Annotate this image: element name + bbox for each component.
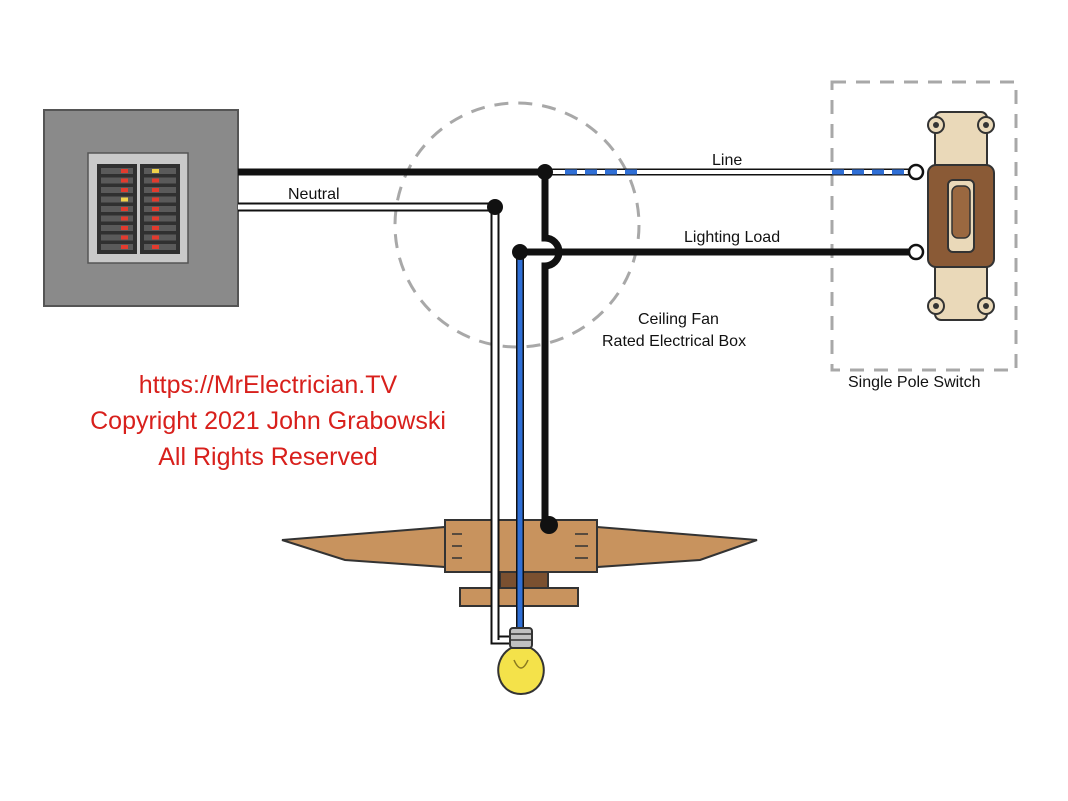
breaker-panel-icon: [43, 109, 239, 307]
breaker-slot: [144, 177, 176, 184]
breaker-slot: [144, 187, 176, 193]
breaker-handle: [121, 235, 128, 240]
line-label: Line: [712, 152, 742, 169]
switch-terminal-line: [907, 163, 925, 181]
breaker-slot: [144, 196, 176, 203]
breaker-slot: [101, 187, 133, 193]
breaker-slot: [101, 177, 133, 184]
breaker-handle: [152, 216, 159, 221]
breaker-slot: [101, 206, 133, 212]
breaker-handle: [121, 216, 128, 221]
fan-hot-wire: [541, 172, 563, 525]
breaker-slot: [144, 215, 176, 222]
watermark-url: https://MrElectrician.TV: [139, 371, 398, 399]
breaker-handle: [152, 188, 159, 192]
watermark-rights: All Rights Reserved: [158, 443, 378, 471]
junction-dot-neutral: [487, 199, 503, 215]
breaker-handle: [121, 197, 128, 202]
neutral-label: Neutral: [288, 186, 340, 203]
fan-connection-dot: [540, 516, 558, 534]
breaker-handle: [152, 178, 159, 183]
breaker-handle: [152, 197, 159, 202]
neutral-wire: [238, 202, 515, 645]
breaker-slot: [144, 168, 176, 174]
light-bulb-icon: [497, 627, 545, 696]
breaker-slot: [101, 215, 133, 222]
toggle-switch-icon: [927, 111, 995, 321]
breaker-handle: [152, 226, 159, 230]
electrical-box-label-line1: Ceiling Fan: [638, 311, 719, 328]
watermark-copyright: Copyright 2021 John Grabowski: [90, 407, 446, 435]
breaker-handle: [152, 235, 159, 240]
junction-dot-line: [537, 164, 553, 180]
breaker-slot: [101, 196, 133, 203]
breaker-slot: [101, 234, 133, 241]
lighting-load-label: Lighting Load: [684, 229, 780, 246]
breaker-slot: [144, 234, 176, 241]
breaker-handle: [152, 207, 159, 211]
switch-terminal-load: [907, 243, 925, 261]
electrical-box-outline: [393, 101, 641, 349]
breaker-handle: [121, 169, 128, 173]
breaker-slot: [101, 244, 133, 250]
breaker-slot: [144, 244, 176, 250]
electrical-box-label-line2: Rated Electrical Box: [602, 333, 746, 350]
breaker-handle: [152, 245, 159, 249]
breaker-handle: [121, 188, 128, 192]
switch-box-outline: [830, 80, 1018, 372]
breaker-slot: [144, 225, 176, 231]
switch-label: Single Pole Switch: [848, 374, 981, 391]
breaker-handle: [121, 226, 128, 230]
breaker-handle: [121, 207, 128, 211]
breaker-slot: [101, 168, 133, 174]
breaker-slot: [101, 225, 133, 231]
breaker-slot: [144, 206, 176, 212]
breaker-handle: [121, 245, 128, 249]
breaker-handle: [121, 178, 128, 183]
junction-dot-load: [512, 244, 528, 260]
breaker-handle: [152, 169, 159, 173]
